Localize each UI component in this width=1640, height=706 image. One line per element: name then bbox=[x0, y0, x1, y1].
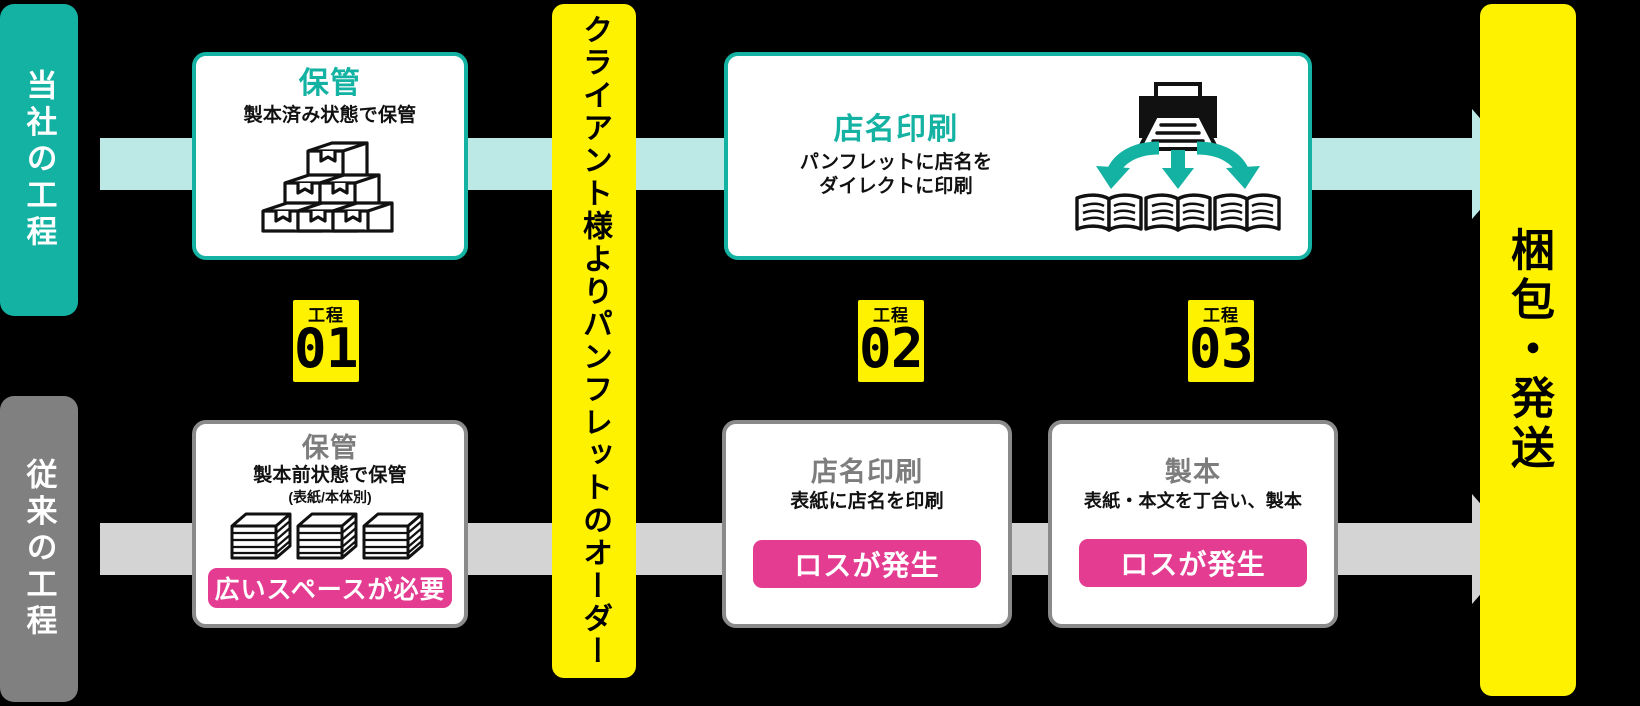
step-chip-03-number: 03 bbox=[1189, 317, 1253, 381]
banner-client-order-text: クライアント様よりパンフレットのオーダー bbox=[578, 14, 611, 668]
step-chip-02-number: 02 bbox=[859, 317, 923, 381]
step-chip-01-kanji: 工程 bbox=[307, 306, 345, 326]
row-label-legacy-text: 従来の工程 bbox=[21, 457, 57, 641]
banner-packaging-shipping-text: 梱包・発送 bbox=[1504, 226, 1553, 474]
step-chip-02-kanji: 工程 bbox=[872, 306, 910, 326]
card-legacy-bind-title: 製本 bbox=[1164, 457, 1222, 487]
card-legacy-print-desc: 表紙に店名を印刷 bbox=[790, 491, 944, 513]
row-label-ours: 当社の工程 bbox=[0, 4, 78, 316]
badge-legacy-bind: ロスが発生 bbox=[1079, 538, 1307, 587]
row-label-legacy: 従来の工程 bbox=[0, 396, 78, 702]
card-legacy-print-title: 店名印刷 bbox=[810, 457, 924, 487]
step-chip-01-number: 01 bbox=[294, 317, 358, 381]
row-label-ours-text: 当社の工程 bbox=[21, 68, 57, 252]
card-legacy-storage-title: 保管 bbox=[301, 433, 359, 463]
step-chip-03: 工程 03 bbox=[1188, 300, 1254, 382]
card-legacy-storage-desc: 製本前状態で保管 bbox=[253, 465, 407, 487]
banner-packaging-shipping: 梱包・発送 bbox=[1480, 4, 1576, 696]
printer-to-books-icon bbox=[1046, 76, 1308, 236]
paper-stacks-icon bbox=[230, 510, 430, 562]
step-chip-01: 工程 01 bbox=[293, 300, 359, 382]
step-chip-02: 工程 02 bbox=[858, 300, 924, 382]
flow-band-ours-3 bbox=[1290, 138, 1472, 190]
card-legacy-print[interactable]: 店名印刷 表紙に店名を印刷 ロスが発生 bbox=[722, 420, 1012, 628]
card-ours-print-desc-line1: パンフレットに店名を bbox=[799, 152, 993, 173]
card-ours-print-title: 店名印刷 bbox=[833, 112, 959, 146]
card-legacy-bind-desc: 表紙・本文を丁合い、製本 bbox=[1083, 491, 1303, 512]
badge-legacy-print: ロスが発生 bbox=[753, 540, 981, 589]
card-legacy-storage-sub: (表紙/本体別) bbox=[288, 489, 372, 506]
card-ours-storage-title: 保管 bbox=[298, 67, 362, 100]
banner-client-order: クライアント様よりパンフレットのオーダー bbox=[552, 4, 636, 678]
card-ours-print[interactable]: 店名印刷 パンフレットに店名を ダイレクトに印刷 bbox=[724, 52, 1312, 260]
stacked-boxes-icon bbox=[255, 135, 405, 235]
badge-legacy-storage: 広いスペースが必要 bbox=[208, 567, 452, 608]
card-ours-storage[interactable]: 保管 製本済み状態で保管 bbox=[192, 52, 468, 260]
card-ours-print-desc-line2: ダイレクトに印刷 bbox=[819, 175, 973, 197]
badge-legacy-print-text: ロスが発生 bbox=[794, 550, 940, 582]
badge-legacy-bind-text: ロスが発生 bbox=[1120, 548, 1266, 580]
card-legacy-storage[interactable]: 保管 製本前状態で保管 (表紙/本体別) bbox=[192, 420, 468, 628]
card-ours-storage-desc: 製本済み状態で保管 bbox=[243, 104, 417, 126]
card-legacy-bind[interactable]: 製本 表紙・本文を丁合い、製本 ロスが発生 bbox=[1048, 420, 1338, 628]
step-chip-03-kanji: 工程 bbox=[1202, 306, 1240, 326]
badge-legacy-storage-text: 広いスペースが必要 bbox=[214, 575, 446, 604]
